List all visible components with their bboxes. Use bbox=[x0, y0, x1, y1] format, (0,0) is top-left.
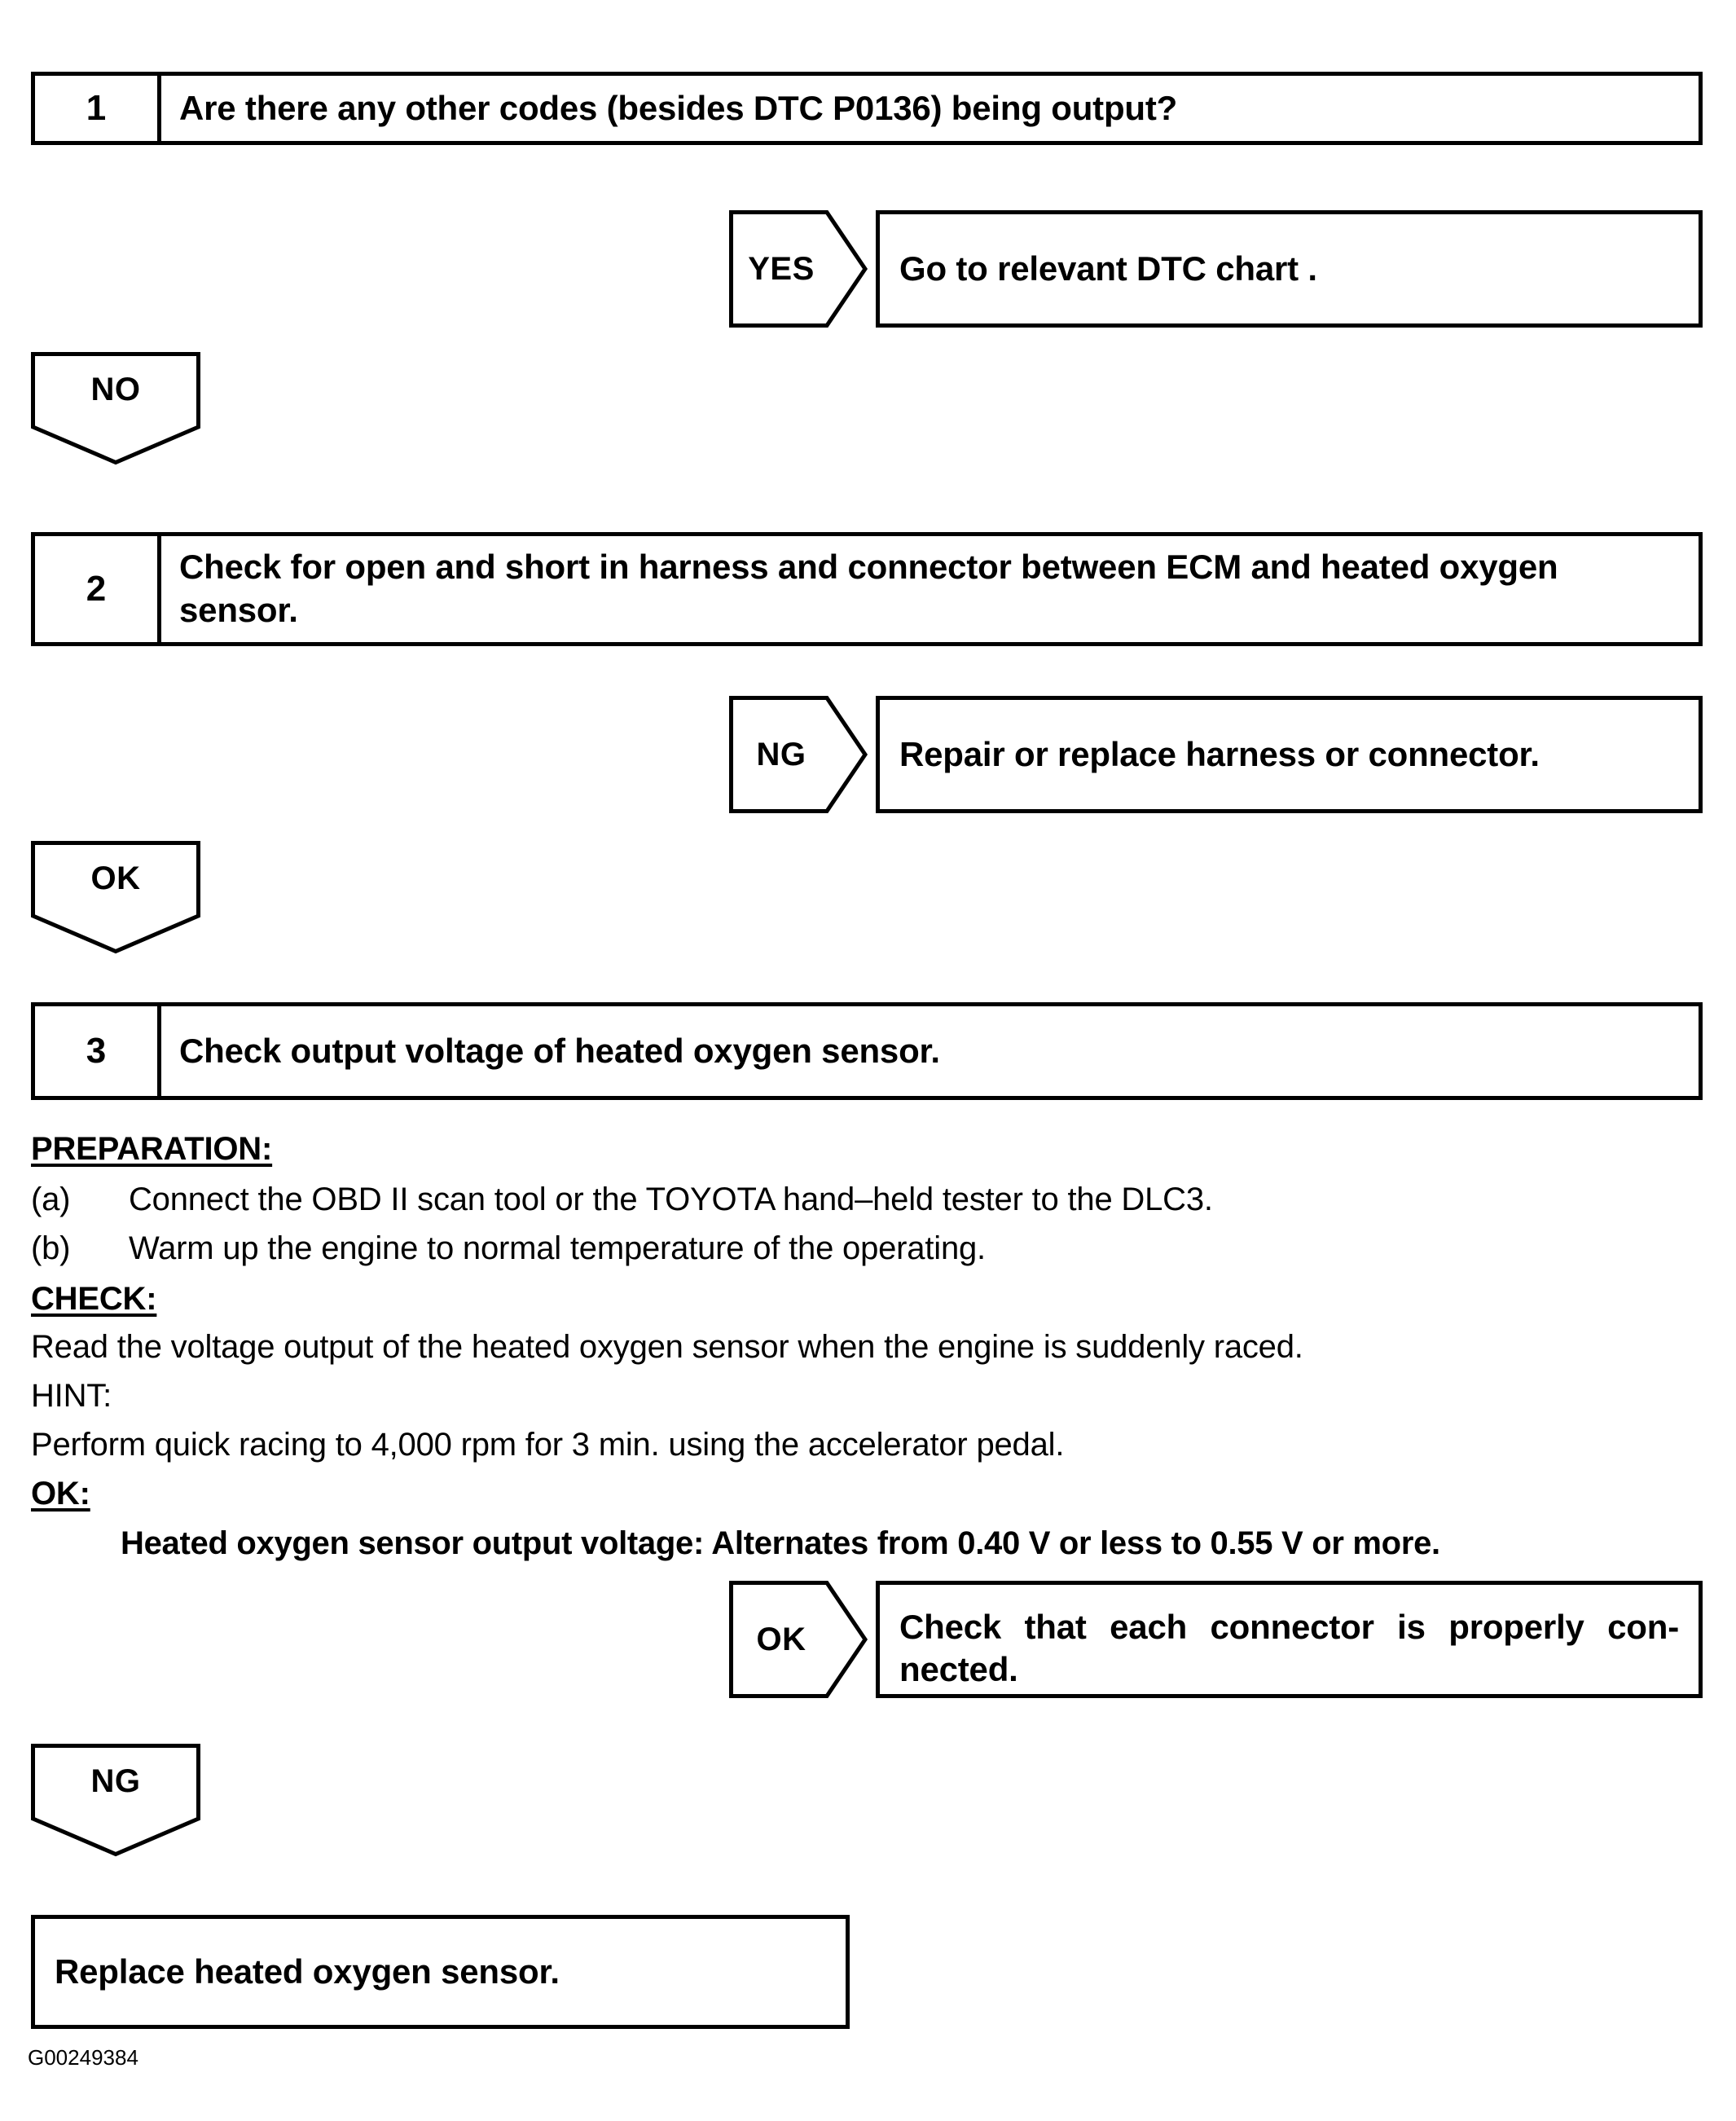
step-number-3: 3 bbox=[35, 1006, 161, 1096]
branch-yes-1[interactable]: YES bbox=[729, 210, 868, 328]
branch-ok-2[interactable]: OK bbox=[31, 841, 200, 954]
branch-ng-2[interactable]: NG bbox=[729, 696, 868, 813]
result-ok-3-word: is bbox=[1397, 1608, 1426, 1646]
result-ok-3-word: connector bbox=[1210, 1608, 1374, 1646]
branch-yes-1-label: YES bbox=[748, 250, 815, 287]
preparation-item-a-mark: (a) bbox=[31, 1182, 71, 1217]
branch-ok-3[interactable]: OK bbox=[729, 1581, 868, 1698]
result-ok-3-word: properly bbox=[1448, 1608, 1584, 1646]
result-ok-3-line2: nected. bbox=[899, 1650, 1018, 1689]
pentagon-down-icon bbox=[31, 1744, 200, 1857]
branch-ng-3[interactable]: NG bbox=[31, 1744, 200, 1857]
result-box-ng-2[interactable]: Repair or replace harness or connector. bbox=[876, 696, 1703, 813]
branch-no-1[interactable]: NO bbox=[31, 352, 200, 465]
step-box-1[interactable]: 1 Are there any other codes (besides DTC… bbox=[31, 72, 1703, 145]
result-box-yes-1[interactable]: Go to relevant DTC chart . bbox=[876, 210, 1703, 328]
preparation-item-b-text: Warm up the engine to normal temperature… bbox=[129, 1230, 986, 1266]
branch-no-1-label: NO bbox=[90, 372, 141, 408]
result-ok-3-word: con- bbox=[1607, 1608, 1679, 1646]
check-text: Read the voltage output of the heated ox… bbox=[31, 1329, 1303, 1365]
branch-ok-2-label: OK bbox=[90, 860, 141, 897]
step-text-2: Check for open and short in harness and … bbox=[179, 548, 1558, 629]
procedure-block: PREPARATION: (a) Connect the OBD II scan… bbox=[31, 1133, 1668, 1564]
result-ok-3-line1: Check that each connector is properly con- bbox=[899, 1606, 1679, 1648]
arrow-right-pentagon-icon bbox=[729, 696, 868, 813]
check-header: CHECK: bbox=[31, 1281, 157, 1317]
hint-text: Perform quick racing to 4,000 rpm for 3 … bbox=[31, 1427, 1065, 1463]
ok-header: OK: bbox=[31, 1476, 90, 1512]
hint-header: HINT: bbox=[31, 1378, 112, 1414]
result-ok-3-word: each bbox=[1110, 1608, 1188, 1646]
branch-ng-3-label: NG bbox=[90, 1763, 141, 1800]
step-box-3[interactable]: 3 Check output voltage of heated oxygen … bbox=[31, 1002, 1703, 1100]
ok-specification: Heated oxygen sensor output voltage: Alt… bbox=[121, 1525, 1440, 1561]
step-box-2[interactable]: 2 Check for open and short in harness an… bbox=[31, 532, 1703, 646]
step-number-2: 2 bbox=[35, 536, 161, 642]
preparation-header: PREPARATION: bbox=[31, 1131, 273, 1167]
step-text-3: Check output voltage of heated oxygen se… bbox=[179, 1031, 940, 1070]
preparation-item-a-text: Connect the OBD II scan tool or the TOYO… bbox=[129, 1182, 1213, 1217]
branch-ng-2-label: NG bbox=[756, 736, 806, 772]
arrow-right-pentagon-icon bbox=[729, 210, 868, 328]
arrow-right-pentagon-icon bbox=[729, 1581, 868, 1698]
pentagon-down-icon bbox=[31, 352, 200, 465]
result-ok-3-word: Check bbox=[899, 1608, 1002, 1646]
preparation-item-b-mark: (b) bbox=[31, 1230, 71, 1266]
result-ok-3-word: that bbox=[1024, 1608, 1087, 1646]
result-box-ok-3[interactable]: Check that each connector is properly con- nec… bbox=[876, 1581, 1703, 1698]
final-action-box[interactable]: Replace heated oxygen sensor. bbox=[31, 1915, 850, 2029]
pentagon-down-icon bbox=[31, 841, 200, 954]
step-number-1: 1 bbox=[35, 76, 161, 141]
branch-ok-3-label: OK bbox=[756, 1621, 806, 1657]
footer-figure-code: G00249384 bbox=[28, 2045, 138, 2070]
step-text-1: Are there any other codes (besides DTC P… bbox=[179, 88, 1178, 127]
